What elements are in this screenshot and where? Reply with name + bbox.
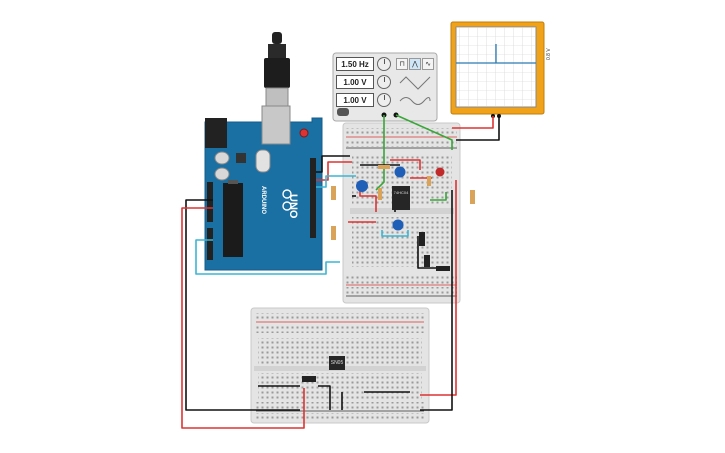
components-lower[interactable] (302, 356, 345, 382)
oscilloscope[interactable] (450, 21, 545, 118)
diode-1[interactable] (419, 232, 425, 246)
transistor-lower[interactable] (302, 376, 316, 382)
offset-display[interactable]: 1.00 V (336, 93, 374, 107)
arduino-logo (282, 189, 292, 211)
diode-2[interactable] (424, 255, 430, 267)
arduino-brand-label: ARDUINO (260, 186, 266, 214)
square-wave-button[interactable]: ⊓ (396, 58, 408, 70)
ic-lower-chip[interactable] (329, 356, 345, 370)
scope-scale-label: 0.8 V (546, 48, 552, 60)
usb-cable-plug[interactable] (264, 58, 290, 88)
arduino-uno-board[interactable] (204, 32, 323, 271)
resistor-2[interactable] (331, 186, 336, 200)
capacitor-left-2 (214, 167, 230, 181)
diode-3[interactable] (436, 266, 450, 271)
capacitor-blue-3[interactable] (392, 219, 404, 231)
amplitude-knob[interactable] (377, 75, 391, 89)
resistor-1[interactable] (378, 165, 390, 169)
arduino-model-label: UNO (287, 194, 299, 219)
resistor-5[interactable] (470, 190, 475, 204)
waveform-preview-icon (399, 76, 431, 105)
ic-upper-label: 74HC04 (393, 190, 409, 195)
frequency-display[interactable]: 1.50 Hz (336, 57, 374, 71)
sine-wave-button[interactable]: ∿ (422, 58, 434, 70)
reset-button[interactable] (299, 128, 309, 138)
amplitude-display[interactable]: 1.00 V (336, 75, 374, 89)
breadboard-upper[interactable] (342, 122, 461, 304)
offset-knob[interactable] (377, 93, 391, 107)
digital-header[interactable] (310, 158, 316, 238)
resistor-6[interactable] (378, 188, 382, 200)
usb-port (261, 105, 291, 145)
atmega-chip (223, 183, 243, 257)
capacitor-left (214, 151, 230, 165)
power-header[interactable] (207, 182, 213, 222)
crystal (255, 149, 271, 173)
components-upper[interactable] (331, 165, 475, 271)
frequency-knob[interactable] (377, 57, 391, 71)
power-jack (205, 118, 227, 148)
usb-plug-tip (272, 32, 282, 44)
analog-header[interactable] (207, 228, 213, 260)
led-red[interactable] (435, 167, 445, 177)
capacitor-blue-1[interactable] (356, 180, 368, 192)
wires[interactable] (181, 114, 500, 429)
ic-upper-chip[interactable] (392, 186, 410, 210)
ic-lower-label: SN05 (330, 360, 344, 366)
resistor-4[interactable] (427, 176, 431, 186)
capacitor-blue-2[interactable] (394, 166, 406, 178)
fg-power-switch[interactable] (337, 108, 349, 116)
resistor-3[interactable] (331, 226, 336, 240)
triangle-wave-button[interactable]: ⋀ (409, 58, 421, 70)
